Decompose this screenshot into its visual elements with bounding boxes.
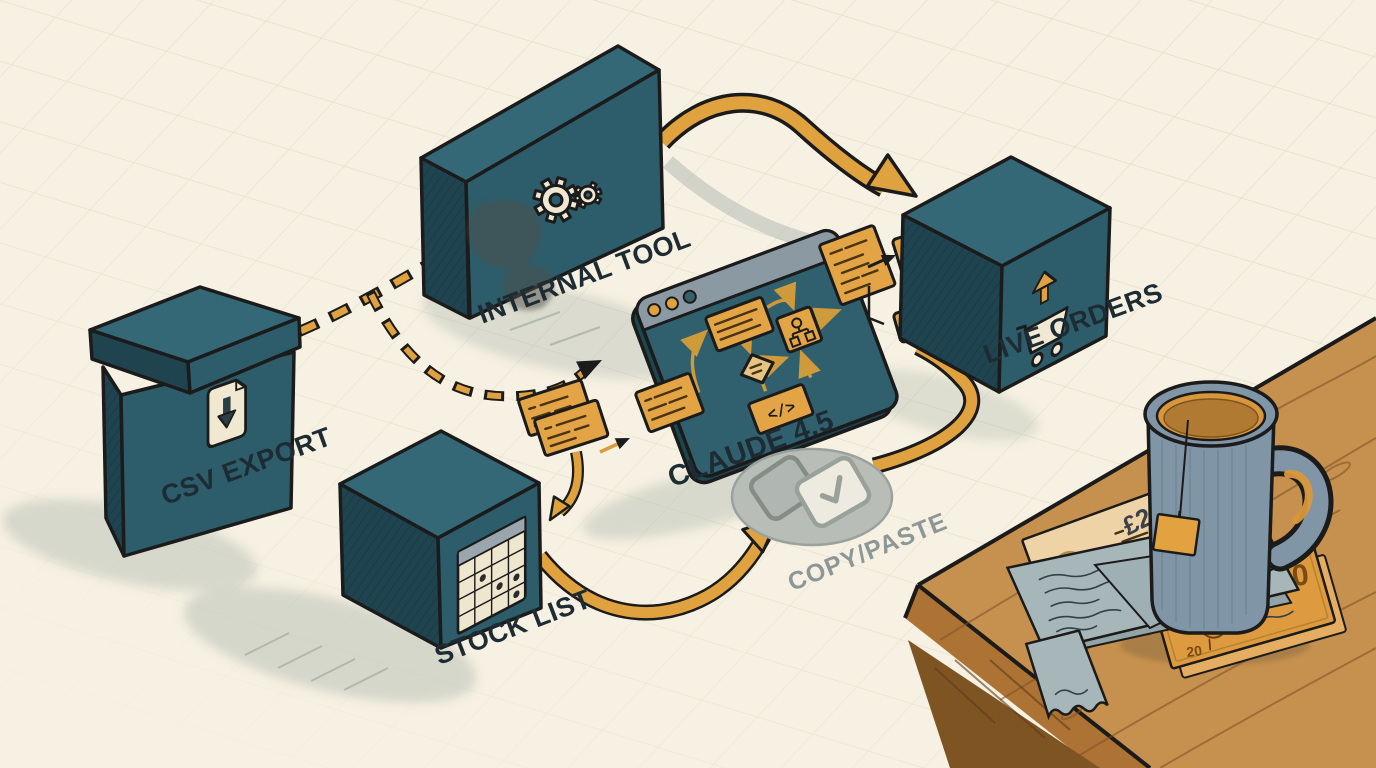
flow-node-code: </> [747, 383, 815, 435]
flow-node-text [704, 296, 775, 353]
step-line [867, 286, 885, 326]
spreadsheet-grid-icon [456, 515, 527, 635]
shopping-cart-icon [1015, 270, 1069, 368]
smudge-texture [467, 199, 554, 311]
flow-card-left [634, 372, 705, 434]
overlapping-squares-check-icon [748, 455, 872, 529]
mug-handle [1252, 445, 1334, 572]
mug-of-tea [1143, 380, 1334, 635]
window-dot-1 [647, 303, 662, 318]
stock-list-box: STOCK LIST [338, 429, 595, 671]
gears-icon [532, 176, 603, 224]
desk-edge-grain [934, 659, 1071, 739]
window-dot-3 [682, 289, 697, 304]
csv-export-box: CSV EXPORT [88, 285, 336, 558]
tea-string [1179, 419, 1189, 517]
receipt-drape [1024, 629, 1109, 721]
data-cards-stock [517, 378, 630, 522]
desk-front-edge [905, 585, 1150, 768]
window-dot-2 [664, 296, 679, 311]
download-document-icon [206, 378, 248, 449]
tea-bag-tag [1151, 510, 1201, 557]
arrow-internal-to-liveorders [654, 92, 918, 198]
banknote-orange-small-value: 20 [1185, 642, 1203, 660]
flow-node-hierarchy [775, 305, 823, 354]
arrow-csv-to-claude [365, 289, 602, 402]
mug-body [1146, 413, 1276, 635]
tea-surface [1163, 398, 1259, 438]
live-orders-box: LIVE ORDERS [898, 155, 1167, 394]
desk-leg [908, 640, 1100, 768]
flow-node-diamond [739, 353, 775, 385]
